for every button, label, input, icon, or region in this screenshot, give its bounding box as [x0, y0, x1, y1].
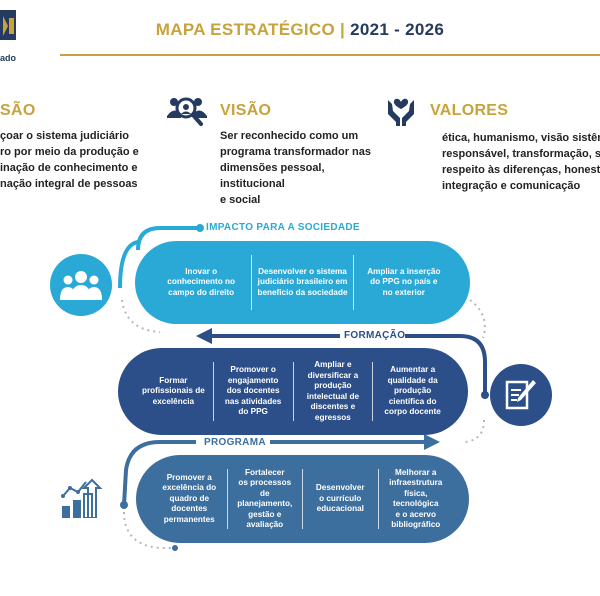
programa-arrow-head [424, 434, 440, 450]
cell-divider [212, 362, 214, 421]
header-divider [60, 54, 600, 56]
cell-divider [372, 362, 374, 421]
cell-divider [226, 469, 228, 529]
programa-cell-3: Desenvolver o currículo educacional [315, 483, 365, 514]
impacto-band: Inovar o conhecimento no campo do direit… [135, 241, 470, 324]
formacao-arrow-head [196, 328, 212, 344]
title-part2: 2021 - 2026 [350, 20, 445, 39]
formacao-band: Formar profissionais de excelência Promo… [118, 348, 468, 435]
programa-cell-1: Promover a excelência do quadro de docen… [162, 472, 217, 524]
valores-title: VALORES [430, 102, 509, 119]
logo-text: ado [0, 53, 17, 63]
formacao-cell-3: Ampliar e diversificar a produção intele… [306, 360, 360, 422]
impacto-cell-3: Ampliar a inserção do PPG no país e no e… [367, 266, 441, 297]
impacto-label: IMPACTO PARA A SOCIEDADE [206, 222, 360, 233]
people-group-icon [50, 254, 112, 316]
missao-text: çoar o sistema judiciário ro por meio da… [0, 130, 139, 190]
programa-label: PROGRAMA [204, 437, 266, 448]
cell-divider [302, 469, 303, 529]
programa-cell-2: Fortalecer os processos de planejamento,… [237, 467, 293, 530]
programa-band: Promover a excelência do quadro de docen… [136, 455, 469, 543]
cell-divider [377, 469, 379, 529]
title-separator: | [340, 20, 346, 39]
visao-text: Ser reconhecido como um programa transfo… [220, 130, 371, 206]
page-title: MAPA ESTRATÉGICO | 2021 - 2026 [0, 20, 600, 40]
impacto-dotted [121, 299, 161, 333]
formacao-cell-4: Aumentar a qualidade da produção científ… [384, 365, 441, 417]
cell-divider [292, 362, 294, 421]
hands-heart-icon [386, 94, 416, 126]
impacto-cell-1: Inovar o conhecimento no campo do direit… [167, 266, 236, 297]
missao-title: SÃO [0, 102, 36, 119]
logo [0, 8, 18, 44]
title-part1: MAPA ESTRATÉGICO [155, 20, 336, 39]
impacto-connector [136, 226, 200, 251]
formacao-cell-2: Promover o engajamento dos docentes nas … [224, 365, 282, 417]
programa-cell-4: Melhorar a infraestrutura física, tecnol… [389, 467, 443, 530]
formacao-cell-1: Formar profissionais de excelência [141, 375, 205, 406]
cell-divider [251, 255, 253, 310]
formacao-label: FORMAÇÃO [344, 330, 406, 341]
impacto-cell-2: Desenvolver o sistema judiciário brasile… [257, 266, 348, 297]
growth-chart-icon [60, 476, 104, 519]
document-pen-icon [490, 364, 552, 426]
cell-divider [352, 255, 354, 310]
team-search-icon [166, 94, 208, 128]
visao-title: VISÃO [220, 102, 272, 119]
valores-text: ética, humanismo, visão sistêm responsáv… [442, 132, 600, 192]
